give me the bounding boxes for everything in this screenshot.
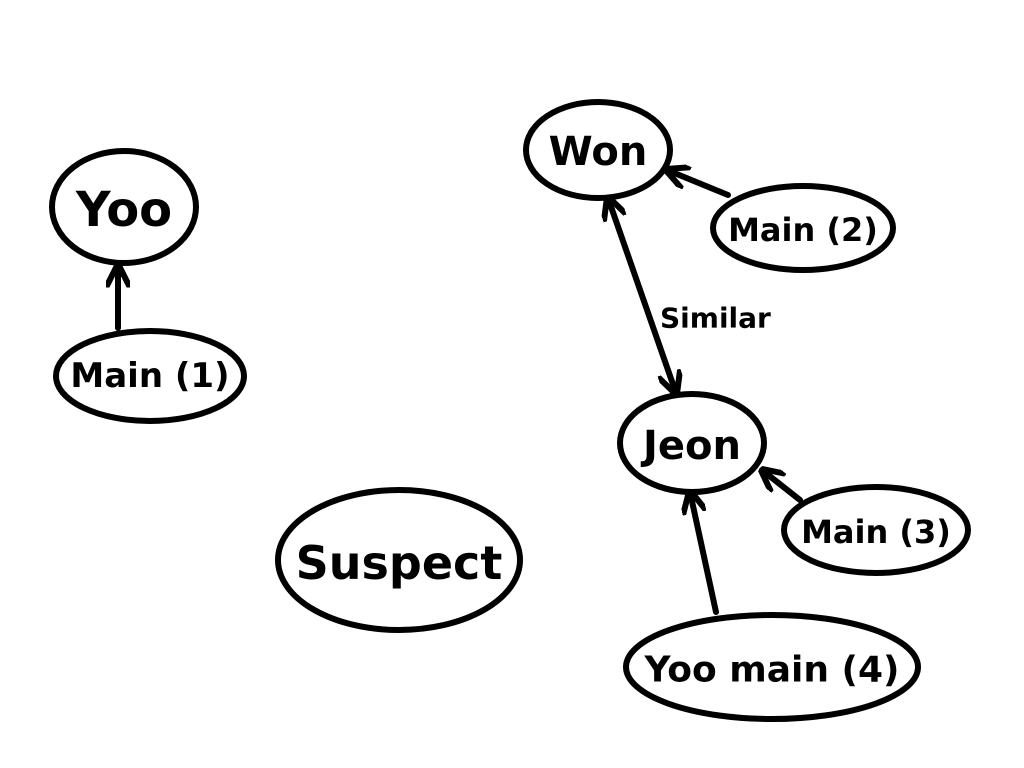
- edge-main2-to-won: [667, 170, 731, 198]
- node-suspect-label: Suspect: [296, 536, 503, 590]
- node-yoo-main4-label: Yoo main (4): [643, 650, 899, 691]
- edge-yoomain4-to-jeon: [690, 492, 719, 615]
- edge-won-jeon-similar: [608, 198, 676, 393]
- edge-label-similar: Similar: [660, 302, 771, 335]
- node-main2-label: Main (2): [728, 211, 878, 249]
- node-jeon[interactable]: Jeon: [617, 391, 767, 495]
- node-won-label: Won: [549, 129, 648, 175]
- node-won[interactable]: Won: [523, 99, 673, 201]
- node-suspect[interactable]: Suspect: [275, 487, 523, 633]
- node-main2[interactable]: Main (2): [710, 183, 896, 273]
- edge-main3-to-jeon: [762, 470, 803, 503]
- node-main3-label: Main (3): [801, 513, 951, 551]
- node-yoo-label: Yoo: [75, 182, 172, 238]
- node-yoo[interactable]: Yoo: [49, 148, 199, 266]
- node-main1-label: Main (1): [70, 356, 229, 396]
- node-main1[interactable]: Main (1): [53, 328, 247, 424]
- node-yoo-main4[interactable]: Yoo main (4): [623, 612, 921, 722]
- node-main3[interactable]: Main (3): [781, 484, 971, 576]
- node-jeon-label: Jeon: [640, 423, 741, 469]
